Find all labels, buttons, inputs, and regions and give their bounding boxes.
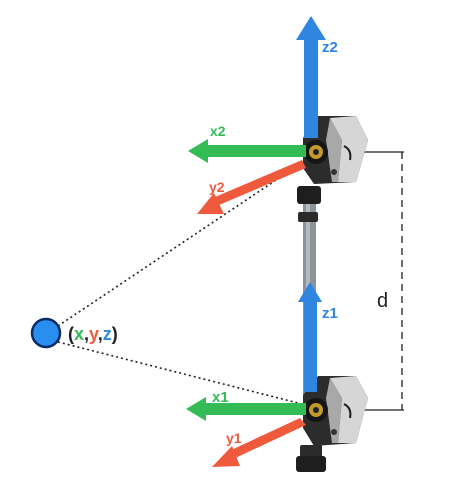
target-point bbox=[30, 317, 62, 349]
point-label-close-paren: ) bbox=[112, 324, 118, 344]
point-label-open-paren: ( bbox=[68, 324, 74, 344]
point-coordinates-label: (x,y,z) bbox=[68, 324, 118, 344]
distance-bracket bbox=[350, 151, 404, 411]
point-label-z: z bbox=[103, 324, 112, 344]
bottom-mount bbox=[296, 445, 326, 472]
top-x-axis-arrow bbox=[188, 139, 306, 163]
sightline-to-bottom-camera bbox=[57, 341, 307, 406]
bottom-x-axis-arrow bbox=[186, 397, 306, 421]
point-label-y: y bbox=[89, 324, 99, 344]
bottom-camera-icon bbox=[303, 376, 368, 446]
top-camera-icon bbox=[303, 116, 368, 184]
bottom-y-axis-arrow bbox=[212, 418, 306, 467]
top-y-axis-label: y2 bbox=[209, 179, 225, 195]
point-label-comma-2: , bbox=[98, 324, 103, 344]
top-y-axis-arrow bbox=[197, 160, 306, 214]
point-label-x: x bbox=[74, 324, 84, 344]
bottom-y-axis-label: y1 bbox=[226, 430, 242, 446]
distance-label: d bbox=[377, 290, 388, 312]
top-z-axis-label: z2 bbox=[322, 39, 338, 56]
top-z-axis-arrow bbox=[296, 16, 326, 138]
bottom-z-axis-arrow bbox=[298, 282, 322, 392]
top-x-axis-label: x2 bbox=[210, 123, 226, 139]
point-label-comma-1: , bbox=[84, 324, 89, 344]
bottom-x-axis-label: x1 bbox=[212, 389, 229, 406]
sightline-to-top-camera bbox=[57, 159, 307, 327]
bottom-z-axis-label: z1 bbox=[322, 305, 338, 322]
